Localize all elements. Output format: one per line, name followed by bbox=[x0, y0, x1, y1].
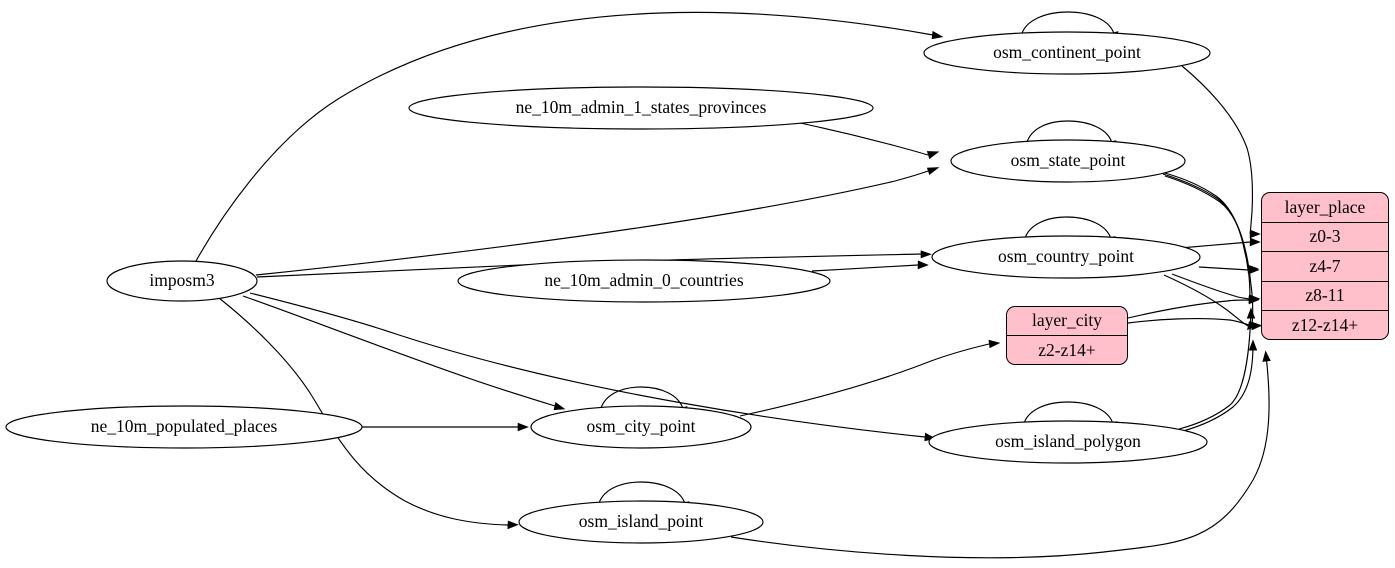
edge-layer-city-to-layer-place-z8-11 bbox=[1127, 295, 1260, 319]
edge-ne-countries-to-osm-country-point bbox=[811, 260, 929, 272]
edge-osm-continent-point-to-layer-place-z0-3 bbox=[1181, 65, 1261, 239]
node-osm-state-point[interactable]: osm_state_point bbox=[950, 139, 1186, 183]
edge-osm-country-point-to-layer-place-z8-11 bbox=[1171, 273, 1260, 304]
node-ne-10m-admin-1-states-provinces[interactable]: ne_10m_admin_1_states_provinces bbox=[408, 86, 874, 130]
node-layer-place[interactable]: layer_place z0-3 z4-7 z8-11 z12-z14+ bbox=[1261, 192, 1389, 340]
edge-imposm3-to-osm-island-point bbox=[218, 297, 519, 530]
node-imposm3[interactable]: imposm3 bbox=[106, 260, 258, 302]
node-label-osm-city-point: osm_city_point bbox=[587, 416, 696, 436]
node-label-ne-places: ne_10m_populated_places bbox=[91, 416, 278, 436]
edge-ne-places-to-osm-city-point bbox=[362, 422, 529, 432]
edge-ne-states-to-osm-state-point bbox=[799, 122, 940, 160]
node-label-imposm3: imposm3 bbox=[149, 270, 214, 290]
edge-imposm3-to-osm-continent-point bbox=[195, 11, 944, 262]
node-ne-10m-populated-places[interactable]: ne_10m_populated_places bbox=[5, 405, 363, 449]
node-label-osm-island-point: osm_island_point bbox=[579, 511, 704, 531]
edge-osm-city-point-to-layer-city-z2-z14 bbox=[739, 339, 1001, 417]
node-osm-city-point[interactable]: osm_city_point bbox=[530, 405, 752, 449]
layer-place-row-z8-11[interactable]: z8-11 bbox=[1262, 282, 1388, 311]
node-label-osm-country-point: osm_country_point bbox=[998, 246, 1134, 266]
edge-imposm3-to-osm-state-point bbox=[255, 167, 940, 276]
node-osm-continent-point[interactable]: osm_continent_point bbox=[923, 31, 1211, 75]
edge-osm-country-point-to-layer-place-z0-3 bbox=[1179, 237, 1261, 249]
layer-place-row-z4-7[interactable]: z4-7 bbox=[1262, 252, 1388, 282]
layer-city-row-z2-z14[interactable]: z2-z14+ bbox=[1038, 340, 1096, 361]
node-label-osm-island-polygon: osm_island_polygon bbox=[995, 431, 1141, 451]
node-label-osm-state-point: osm_state_point bbox=[1011, 150, 1126, 170]
edge-osm-island-polygon-to-layer-place-z12-z14 bbox=[1182, 339, 1258, 432]
edge-imposm3-to-osm-city-point bbox=[242, 295, 566, 411]
node-osm-island-point[interactable]: osm_island_point bbox=[518, 500, 764, 544]
node-ne-10m-admin-0-countries[interactable]: ne_10m_admin_0_countries bbox=[457, 259, 831, 303]
edge-osm-island-polygon-to-layer-place-z8-11 bbox=[1178, 307, 1256, 430]
edge-layer-city-to-layer-place-z12-z14 bbox=[1127, 317, 1259, 330]
node-osm-country-point[interactable]: osm_country_point bbox=[931, 235, 1201, 279]
node-label-ne-states: ne_10m_admin_1_states_provinces bbox=[516, 97, 767, 117]
node-label-osm-continent-point: osm_continent_point bbox=[993, 42, 1141, 62]
edge-osm-island-point-to-layer-place-z12-z14 bbox=[730, 350, 1271, 559]
layer-place-title: layer_place bbox=[1262, 193, 1388, 223]
edge-osm-country-point-to-layer-place-z4-7 bbox=[1198, 265, 1260, 275]
node-label-ne-countries: ne_10m_admin_0_countries bbox=[544, 270, 743, 290]
layer-place-row-z0-3[interactable]: z0-3 bbox=[1262, 223, 1388, 252]
layer-place-row-z12-z14[interactable]: z12-z14+ bbox=[1291, 315, 1359, 336]
node-osm-island-polygon[interactable]: osm_island_polygon bbox=[928, 420, 1208, 464]
node-layer-city[interactable]: layer_city z2-z14+ bbox=[1006, 306, 1128, 365]
layer-city-title: layer_city bbox=[1007, 307, 1127, 336]
